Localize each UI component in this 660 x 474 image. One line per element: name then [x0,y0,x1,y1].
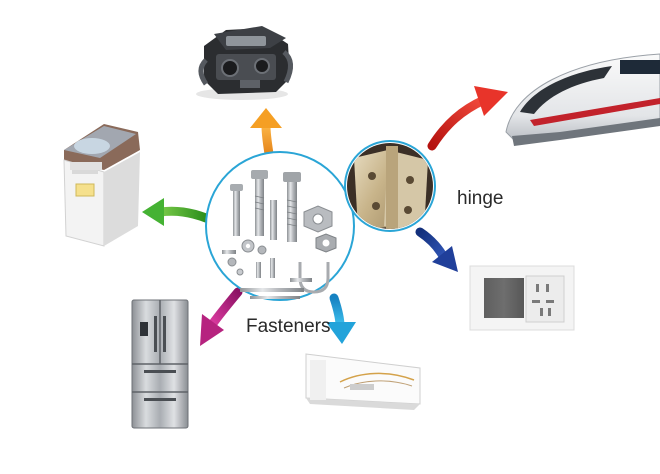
car-engine-icon [196,26,293,100]
arrow-to-train [427,86,508,151]
hinge-label: hinge [457,188,504,209]
arrow-to-wall-socket [415,227,458,272]
high-speed-train-icon [505,53,660,146]
air-conditioner-icon [305,353,421,410]
refrigerator-icon [131,299,189,429]
arrow-to-air-conditioner [326,293,356,344]
fasteners-icon [205,151,355,301]
fasteners-label: Fasteners [246,316,331,337]
hinge-icon [344,140,436,232]
arrow-to-refrigerator [200,287,243,346]
wall-socket-icon [469,265,575,331]
washing-machine-icon [63,124,140,247]
arrow-to-washing-machine [142,198,211,226]
